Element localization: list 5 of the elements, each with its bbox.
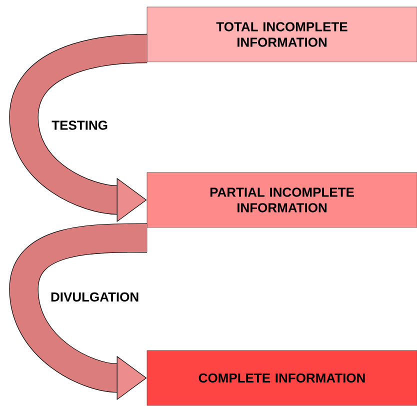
information-box: TOTAL INCOMPLETE INFORMATION bbox=[146, 6, 417, 62]
edge-label: TESTING bbox=[52, 120, 108, 130]
edge-label: DIVULGATION bbox=[51, 292, 138, 302]
information-box: COMPLETE INFORMATION bbox=[146, 350, 417, 406]
information-box: PARTIAL INCOMPLETE INFORMATION bbox=[146, 172, 417, 228]
